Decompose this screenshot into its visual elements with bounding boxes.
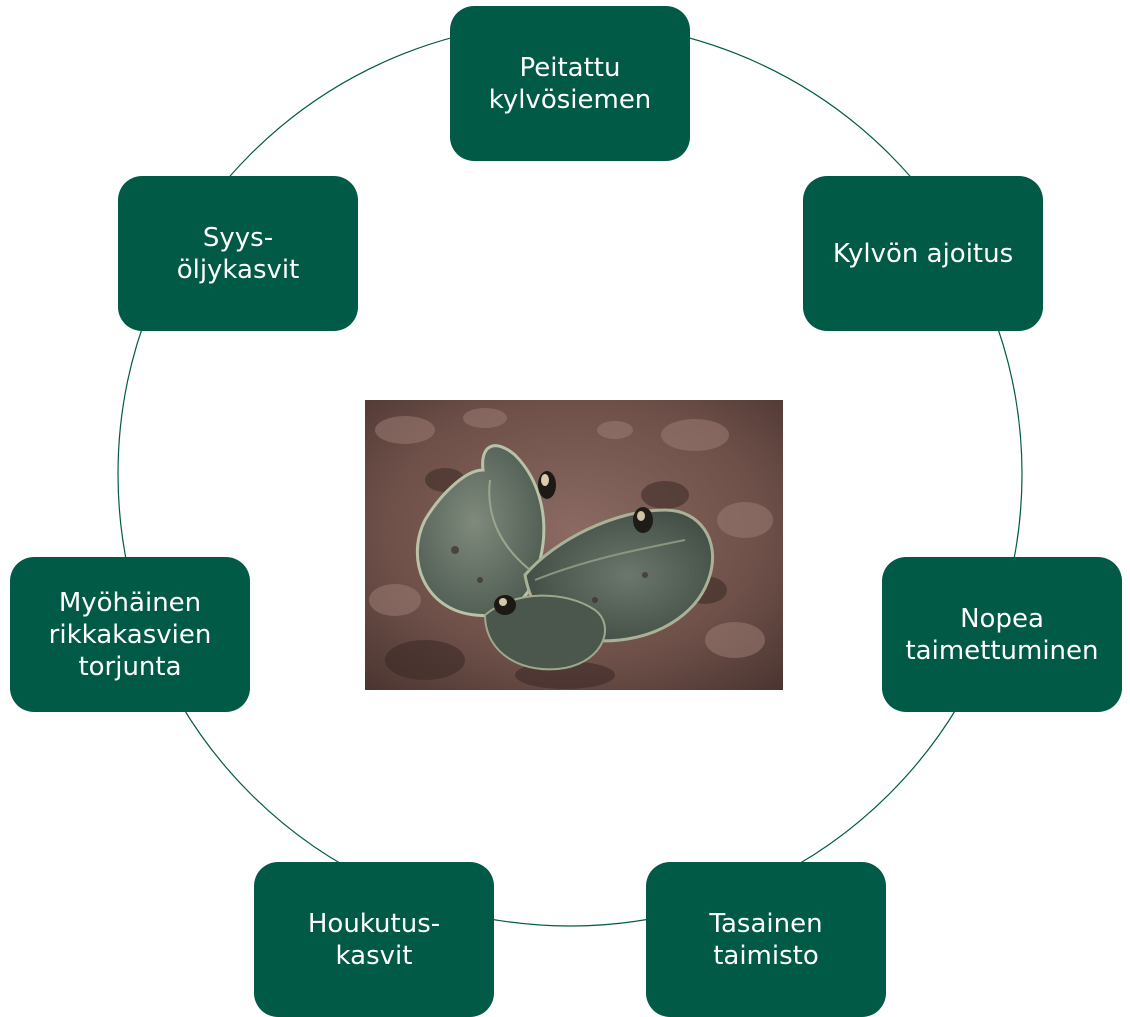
node-kylvon-ajoitus: Kylvön ajoitus [803, 176, 1043, 331]
node-label: Peitattu kylvösiemen [488, 52, 652, 115]
seedling-flea-beetle-photo [365, 400, 783, 690]
node-houkutuskasvit: Houkutus- kasvit [254, 862, 494, 1017]
node-label: Myöhäinen rikkakasvien torjunta [48, 587, 212, 682]
node-label: Nopea taimettuminen [905, 603, 1099, 666]
node-nopea-taimettuminen: Nopea taimettuminen [882, 557, 1122, 712]
node-syysoljykasvit: Syys- öljykasvit [118, 176, 358, 331]
node-tasainen-taimisto: Tasainen taimisto [646, 862, 886, 1017]
node-label: Syys- öljykasvit [176, 222, 300, 285]
node-myohainen-rikkakasvien-torjunta: Myöhäinen rikkakasvien torjunta [10, 557, 250, 712]
node-label: Tasainen taimisto [709, 908, 823, 971]
node-peitattu-kylvosiemen: Peitattu kylvösiemen [450, 6, 690, 161]
node-label: Kylvön ajoitus [832, 238, 1014, 269]
node-label: Houkutus- kasvit [307, 908, 441, 971]
